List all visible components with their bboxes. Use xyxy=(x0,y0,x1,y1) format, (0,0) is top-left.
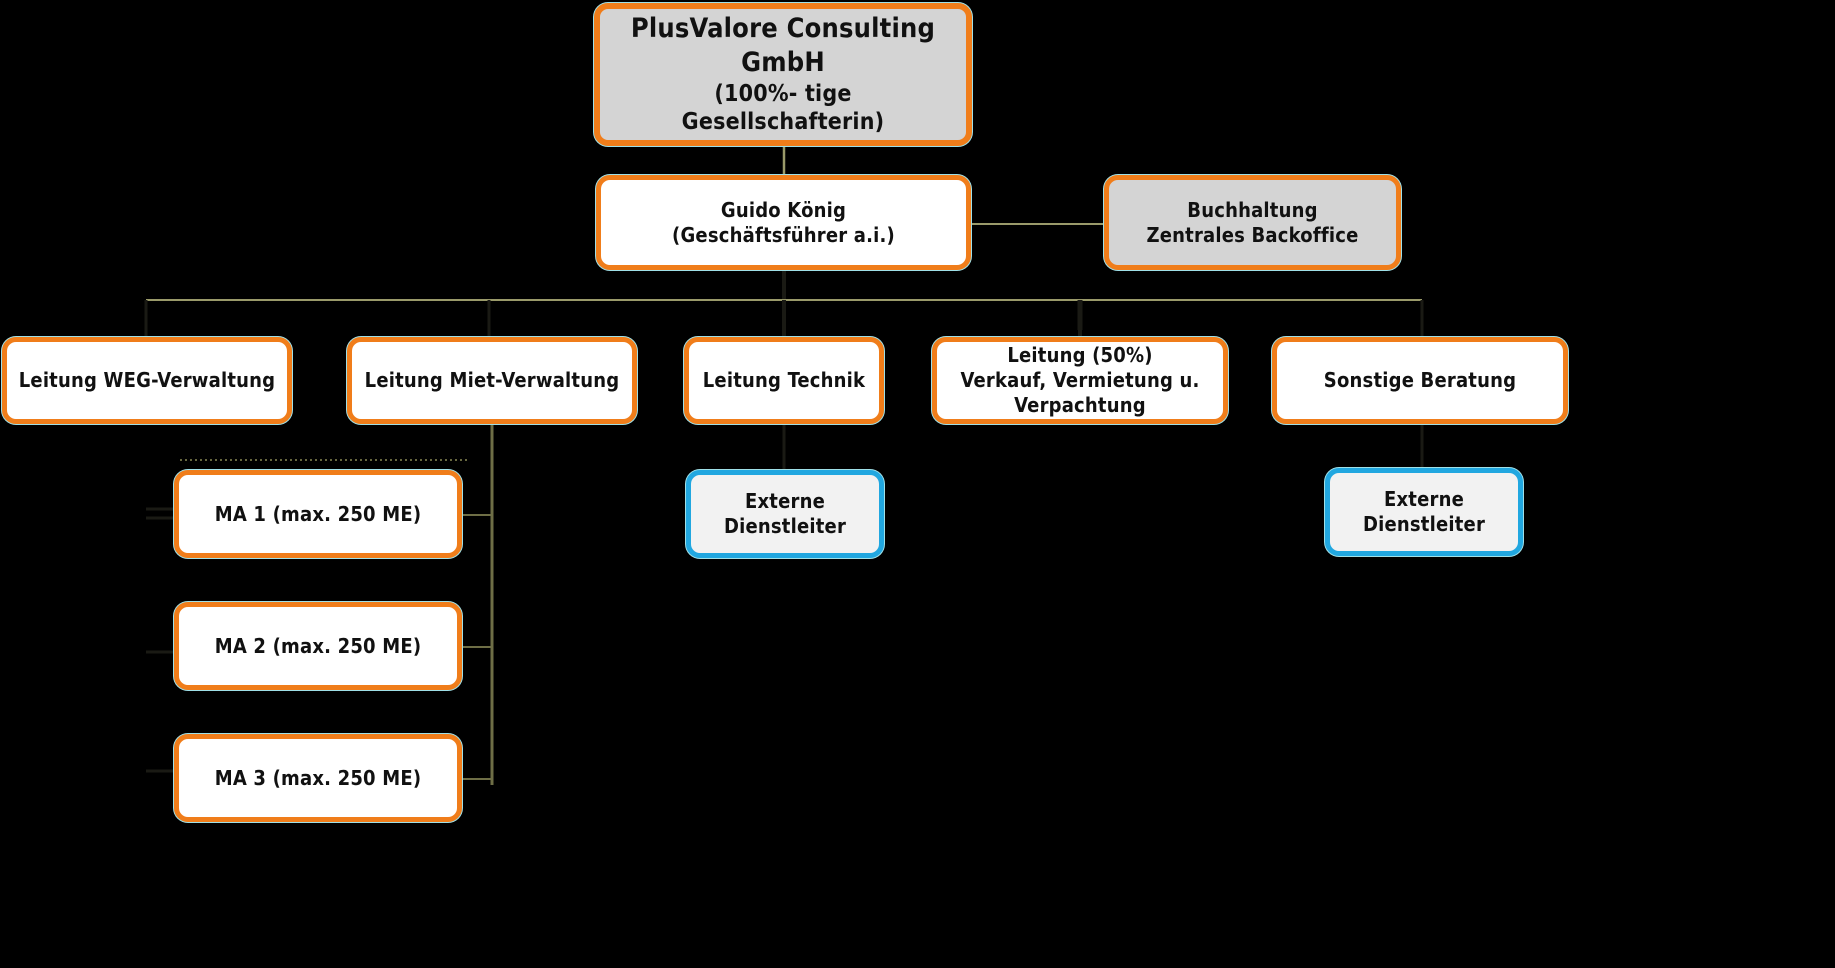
node-ma-2[interactable]: MA 2 (max. 250 ME) xyxy=(174,602,462,690)
node-sonstige-beratung-label: Sonstige Beratung xyxy=(1323,368,1517,392)
node-root-company-line1: PlusValore Consulting GmbH xyxy=(630,13,936,78)
node-leitung-verkauf-vermietung-line2: Verkauf, Vermietung u. Verpachtung xyxy=(960,368,1200,417)
node-externe-dienstleiter-beratung-line2: Dienstleiter xyxy=(1362,512,1486,536)
node-leitung-weg-verwaltung[interactable]: Leitung WEG-Verwaltung xyxy=(2,337,292,424)
node-leitung-miet-verwaltung-label: Leitung Miet-Verwaltung xyxy=(364,368,620,392)
node-leitung-verkauf-vermietung-line1: Leitung (50%) xyxy=(1007,343,1153,367)
node-leitung-verkauf-vermietung[interactable]: Leitung (50%) Verkauf, Vermietung u. Ver… xyxy=(932,337,1228,424)
node-ma-3[interactable]: MA 3 (max. 250 ME) xyxy=(174,734,462,822)
node-ma-1[interactable]: MA 1 (max. 250 ME) xyxy=(174,470,462,558)
node-accounting[interactable]: Buchhaltung Zentrales Backoffice xyxy=(1104,175,1401,270)
node-ma-1-label: MA 1 (max. 250 ME) xyxy=(214,501,422,526)
node-sonstige-beratung[interactable]: Sonstige Beratung xyxy=(1272,337,1568,424)
node-leitung-weg-verwaltung-label: Leitung WEG-Verwaltung xyxy=(18,368,276,392)
node-externe-dienstleiter-technik-line1: Externe xyxy=(744,489,825,513)
node-externe-dienstleiter-beratung-line1: Externe xyxy=(1383,487,1464,511)
node-ceo[interactable]: Guido König (Geschäftsführer a.i.) xyxy=(596,175,971,270)
node-externe-dienstleiter-technik[interactable]: Externe Dienstleiter xyxy=(686,470,884,558)
node-externe-dienstleiter-beratung[interactable]: Externe Dienstleiter xyxy=(1325,468,1523,556)
node-externe-dienstleiter-technik-line2: Dienstleiter xyxy=(723,514,847,538)
node-ceo-line2: (Geschäftsführer a.i.) xyxy=(672,222,895,247)
node-leitung-miet-verwaltung[interactable]: Leitung Miet-Verwaltung xyxy=(347,337,637,424)
node-root-company-line2: (100%- tige Gesellschafterin) xyxy=(681,80,885,136)
node-leitung-technik[interactable]: Leitung Technik xyxy=(684,337,884,424)
node-accounting-line1: Buchhaltung xyxy=(1187,197,1318,222)
node-ma-3-label: MA 3 (max. 250 ME) xyxy=(214,765,422,790)
node-leitung-technik-label: Leitung Technik xyxy=(702,368,866,392)
node-root-company[interactable]: PlusValore Consulting GmbH (100%- tige G… xyxy=(594,3,972,146)
node-ceo-line1: Guido König xyxy=(720,197,847,222)
node-accounting-line2: Zentrales Backoffice xyxy=(1146,222,1359,247)
node-ma-2-label: MA 2 (max. 250 ME) xyxy=(214,633,422,658)
